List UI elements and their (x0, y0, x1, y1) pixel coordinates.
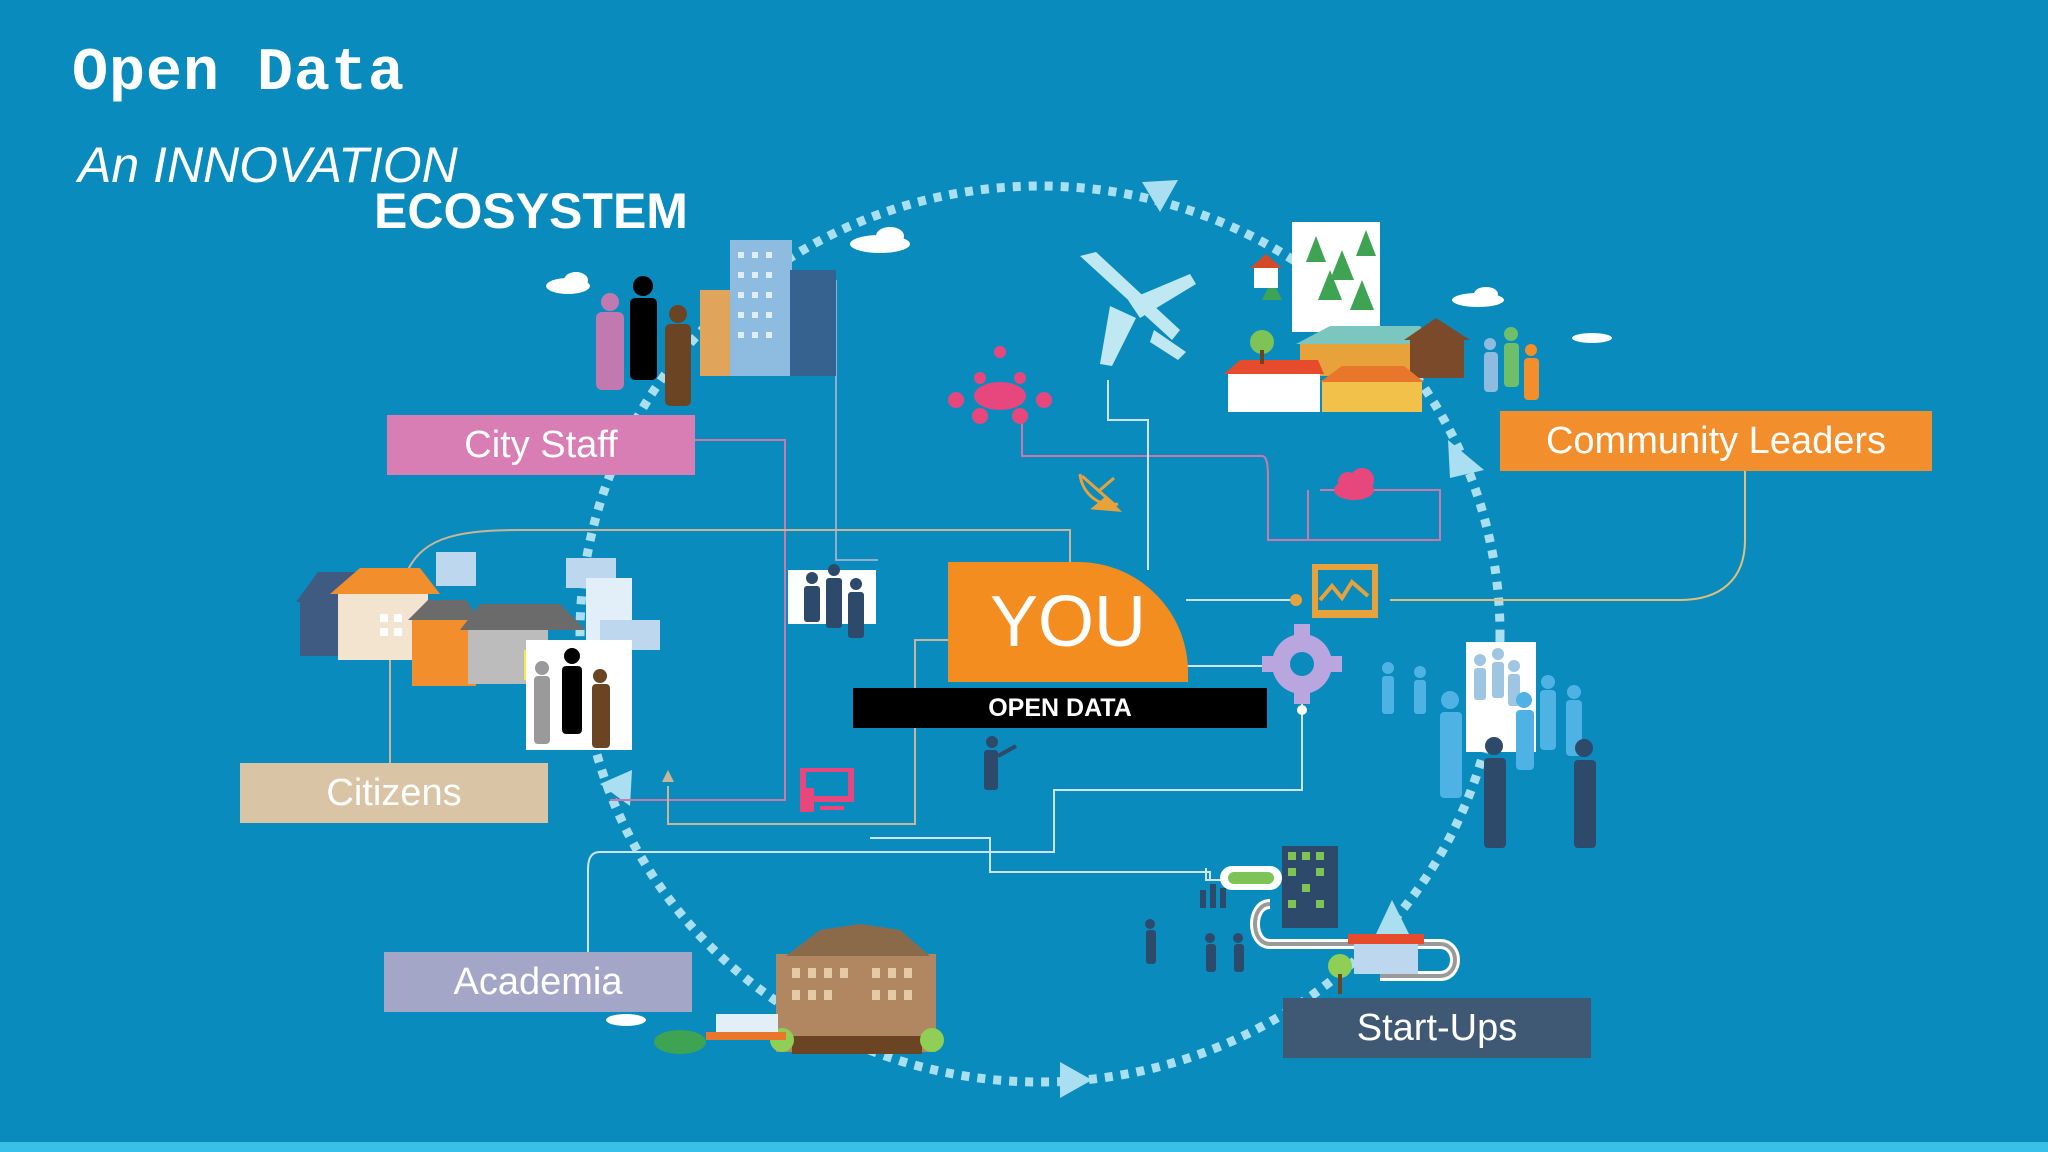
community-people-icon (1484, 327, 1539, 400)
cycle-arrow-icons (600, 180, 1484, 1098)
meeting-people-icon (948, 346, 1052, 424)
label-startups: Start-Ups (1283, 998, 1591, 1058)
gear-icon (1262, 624, 1342, 715)
citizens-people-icon (526, 640, 632, 750)
startups-people-icon (1145, 884, 1244, 972)
arrow-bottom-icon (1060, 1062, 1092, 1098)
label-citizens: Citizens (240, 763, 548, 823)
subtitle-line1: An INNOVATION (78, 137, 458, 193)
satellite-icon (1078, 473, 1122, 512)
right-people-icon (1382, 642, 1596, 848)
forest-icon (1262, 222, 1380, 332)
connector-lines (389, 280, 1746, 952)
subtitle-line2: ECOSYSTEM (374, 183, 688, 239)
cycle-ring (575, 181, 1505, 1087)
arrow-top-icon (1142, 180, 1178, 212)
label-academia: Academia (384, 952, 692, 1012)
bottom-strip (0, 1142, 2048, 1152)
university-icon (654, 924, 944, 1054)
arrow-bottom-right-icon (1376, 900, 1410, 936)
presenter-icon (984, 736, 1017, 790)
page-title: Open Data (72, 40, 406, 108)
city-staff-people-icon (596, 276, 691, 406)
people-panel-icon (788, 564, 876, 638)
label-community-leaders: Community Leaders (1500, 411, 1932, 471)
houses-icon (1224, 254, 1470, 412)
arrow-left-icon (600, 770, 632, 806)
clouds-icon (546, 227, 1612, 1026)
airplane-icon (1080, 252, 1196, 366)
label-city-staff: City Staff (387, 415, 695, 475)
monitor-icon (1290, 564, 1378, 618)
office-icon (1220, 846, 1460, 981)
cloud-icon (1334, 468, 1374, 500)
store-icon (1328, 934, 1424, 994)
open-data-banner: OPEN DATA (853, 688, 1267, 728)
small-arrow-icon (662, 770, 674, 782)
computer-icon (800, 768, 854, 812)
arrow-right-icon (1448, 440, 1484, 478)
buildings-icon (700, 240, 836, 376)
